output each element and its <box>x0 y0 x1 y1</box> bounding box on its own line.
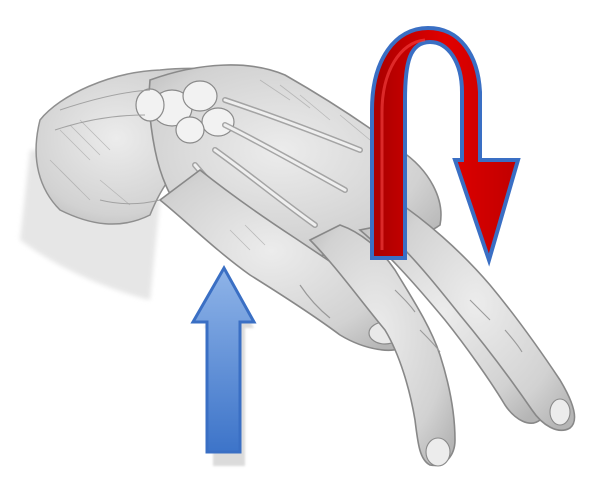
knuckle-creases <box>394 289 523 353</box>
hand-sketch <box>20 64 576 467</box>
carpal-bone <box>135 88 165 122</box>
ring-fingernail <box>549 398 571 426</box>
push-up-arrow <box>190 264 257 466</box>
rotation-arrow <box>370 25 521 267</box>
carpal-bone <box>175 116 205 144</box>
up-arrow-icon <box>190 264 257 454</box>
carpal-bone <box>182 80 218 112</box>
rotation-arrow-highlight <box>380 38 426 250</box>
carpal-bones <box>135 80 235 144</box>
carpal-bone <box>201 107 235 137</box>
thumb-joint <box>299 284 331 319</box>
curved-down-arrow-icon <box>370 25 521 267</box>
index-fingernail <box>425 437 451 467</box>
sketch-hatching <box>49 79 371 251</box>
